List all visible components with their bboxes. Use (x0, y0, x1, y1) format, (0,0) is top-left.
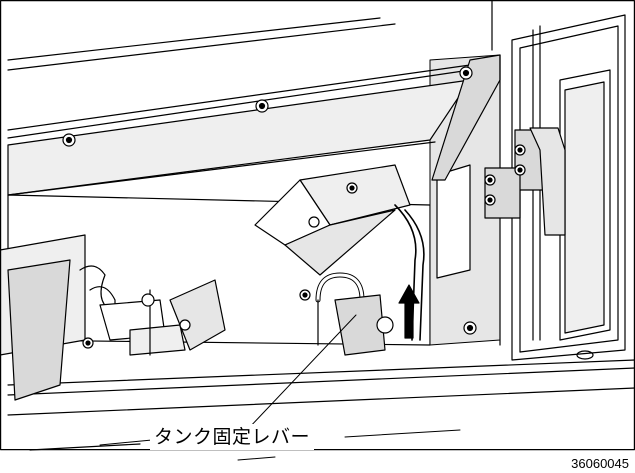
mid-linkage (99, 279, 226, 356)
top-cover (7, 17, 471, 196)
figure-number: 36060045 (571, 456, 629, 471)
figure-frame (0, 0, 635, 451)
upward-arrow-icon (398, 284, 420, 339)
bolt-icon (62, 66, 526, 349)
floor-lines (7, 359, 635, 451)
tank-fixing-lever-label: タンク固定レバー (150, 424, 315, 450)
left-component (0, 234, 116, 401)
tank-fixing-lever (254, 164, 425, 356)
open-door (511, 14, 626, 361)
callout-lines (99, 314, 461, 461)
